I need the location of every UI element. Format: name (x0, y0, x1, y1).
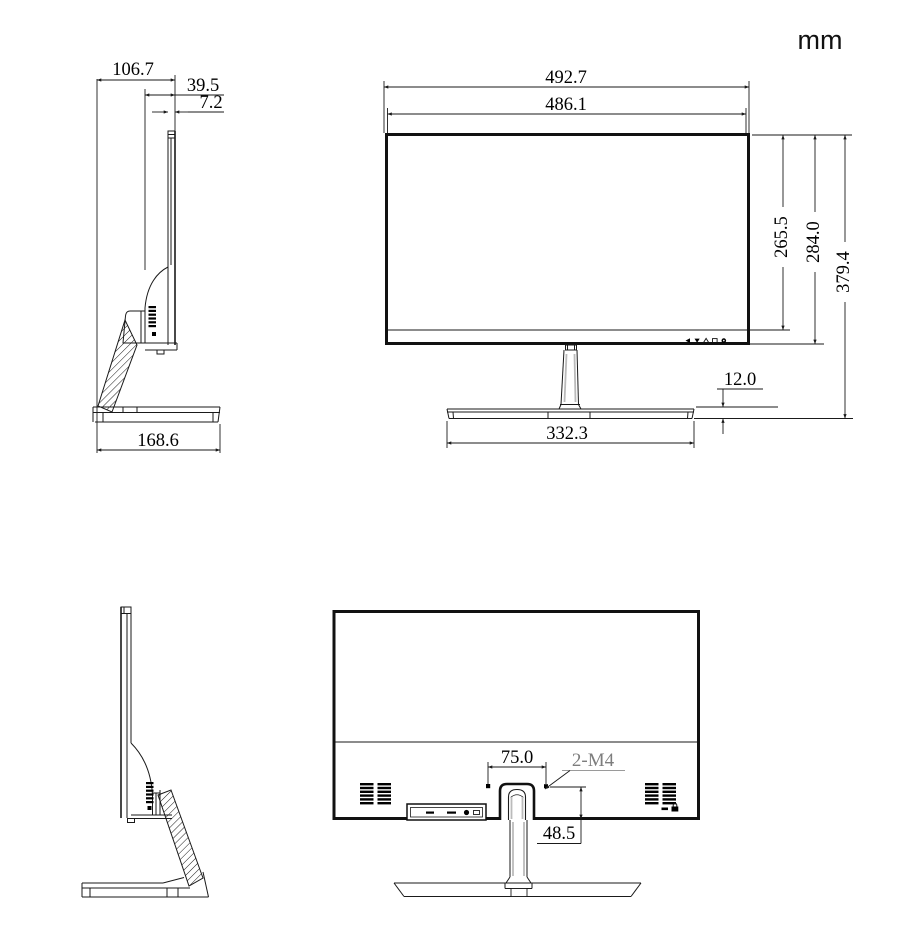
unit-label: mm (798, 25, 843, 55)
stand-mount (486, 782, 548, 820)
front-stand-neck (558, 344, 582, 410)
side2-vent-grille (146, 782, 154, 810)
side-view-top-left: 106.7 39.5 7.2 168.6 (92, 60, 224, 453)
dim-side-head-thickness: 39.5 (187, 76, 219, 96)
dim-front-base-width: 332.3 (546, 424, 588, 444)
dim-back-hole-spacing: 75.0 (501, 748, 533, 768)
vesa-screw-hole-left (486, 784, 491, 789)
dim-side-panel-thickness: 7.2 (199, 93, 222, 113)
dim-front-base-thickness: 12.0 (724, 370, 756, 390)
dim-front-overall-width: 492.7 (545, 68, 587, 88)
back-stand-neck (505, 820, 532, 884)
kensington-lock-icon (661, 802, 679, 812)
front-view: 265.5 284.0 379.4 492.7 486.1 12.0 332.3 (383, 68, 855, 448)
dim-back-hole-to-bottom: 48.5 (543, 824, 575, 844)
dim-side-base-depth: 168.6 (137, 431, 179, 451)
side-view-bottom-left (81, 606, 209, 898)
front-bezel-outline (385, 133, 750, 345)
side-vent-grille (148, 306, 156, 336)
io-connector-panel (406, 803, 487, 821)
back-vent-right (645, 783, 676, 805)
dim-front-active-height: 265.5 (772, 216, 792, 258)
back-view: 75.0 2-M4 48.5 (332, 610, 700, 897)
osd-button-icons (685, 337, 727, 344)
back-vent-left (360, 783, 391, 805)
dim-front-active-width: 486.1 (545, 95, 587, 115)
dim-front-head-height: 284.0 (804, 221, 824, 263)
dim-side-overall-depth: 106.7 (112, 60, 154, 80)
back-base (393, 882, 642, 897)
dim-front-overall-height: 379.4 (834, 251, 854, 293)
front-base (446, 408, 695, 419)
note-screw-spec: 2-M4 (572, 750, 615, 771)
